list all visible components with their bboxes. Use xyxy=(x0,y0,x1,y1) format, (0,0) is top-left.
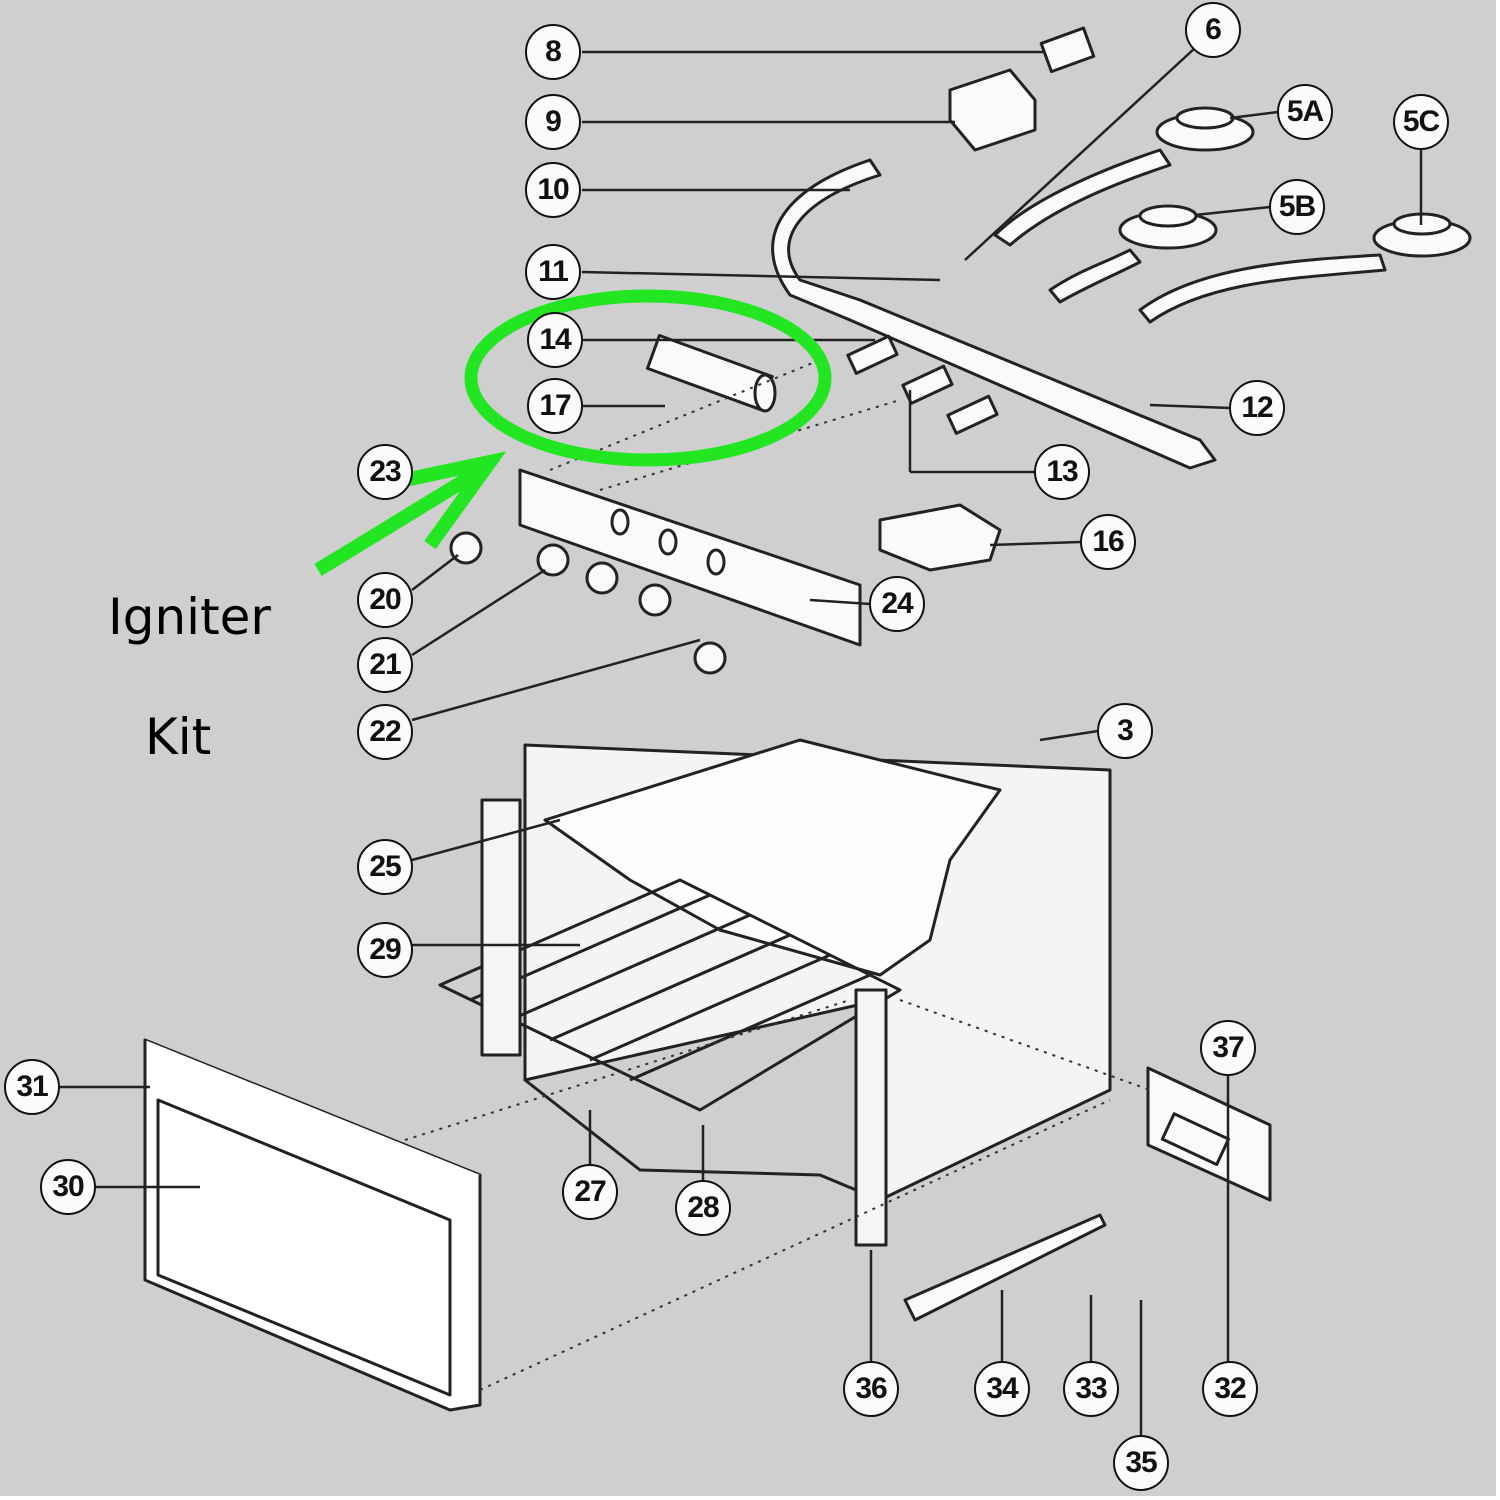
control-panel-icon xyxy=(518,468,862,647)
callout-part-3: 3 xyxy=(1097,703,1153,759)
oven-burner-icon xyxy=(903,1213,1107,1322)
callout-part-10: 10 xyxy=(525,162,581,218)
callout-part-34: 34 xyxy=(974,1361,1030,1417)
callout-part-31: 31 xyxy=(4,1059,60,1115)
callout-part-32: 32 xyxy=(1202,1361,1258,1417)
leader-lines xyxy=(60,47,1423,1435)
callout-part-28: 28 xyxy=(675,1180,731,1236)
callout-part-13: 13 xyxy=(1034,444,1090,500)
oven-rack-icon xyxy=(438,878,902,1112)
callout-part-33: 33 xyxy=(1063,1361,1119,1417)
callout-part-35: 35 xyxy=(1113,1435,1169,1491)
callout-part-37: 37 xyxy=(1200,1020,1256,1076)
highlight-arrow-shaft xyxy=(314,462,489,576)
callout-part-5a: 5A xyxy=(1277,84,1333,140)
callout-part-12: 12 xyxy=(1229,380,1285,436)
annotation-line-2: Kit xyxy=(145,708,212,766)
callout-part-24: 24 xyxy=(869,576,925,632)
callout-part-8: 8 xyxy=(525,24,581,80)
thermostat-icon xyxy=(878,503,1002,572)
side-rail xyxy=(480,798,522,1057)
door-hinge xyxy=(854,988,888,1247)
highlight-arrow-head xyxy=(393,451,507,550)
callout-part-9: 9 xyxy=(525,94,581,150)
callout-part-20: 20 xyxy=(357,572,413,628)
callout-part-22: 22 xyxy=(357,704,413,760)
callout-part-29: 29 xyxy=(357,922,413,978)
callout-part-21: 21 xyxy=(357,637,413,693)
igniter-module-icon xyxy=(645,334,774,411)
knob-icon xyxy=(449,531,483,565)
callout-part-27: 27 xyxy=(562,1164,618,1220)
callout-part-16: 16 xyxy=(1080,514,1136,570)
callout-part-23: 23 xyxy=(357,444,413,500)
valve-icon xyxy=(846,334,899,375)
callout-part-5c: 5C xyxy=(1393,94,1449,150)
callout-part-17: 17 xyxy=(527,378,583,434)
callout-part-30: 30 xyxy=(40,1159,96,1215)
callout-part-11: 11 xyxy=(525,244,581,300)
callout-part-25: 25 xyxy=(357,839,413,895)
highlight-ellipse xyxy=(464,289,832,467)
regulator-icon xyxy=(948,68,1037,152)
highlight-overlay xyxy=(314,289,832,576)
oven-baffle xyxy=(543,738,1002,977)
annotation-line-1: Igniter xyxy=(108,588,271,646)
assembly-lines xyxy=(404,359,1151,1391)
fitting-icon xyxy=(1039,26,1096,74)
callout-part-36: 36 xyxy=(843,1361,899,1417)
callout-part-6: 6 xyxy=(1185,2,1241,58)
callout-part-14: 14 xyxy=(527,312,583,368)
callout-part-5b: 5B xyxy=(1269,179,1325,235)
